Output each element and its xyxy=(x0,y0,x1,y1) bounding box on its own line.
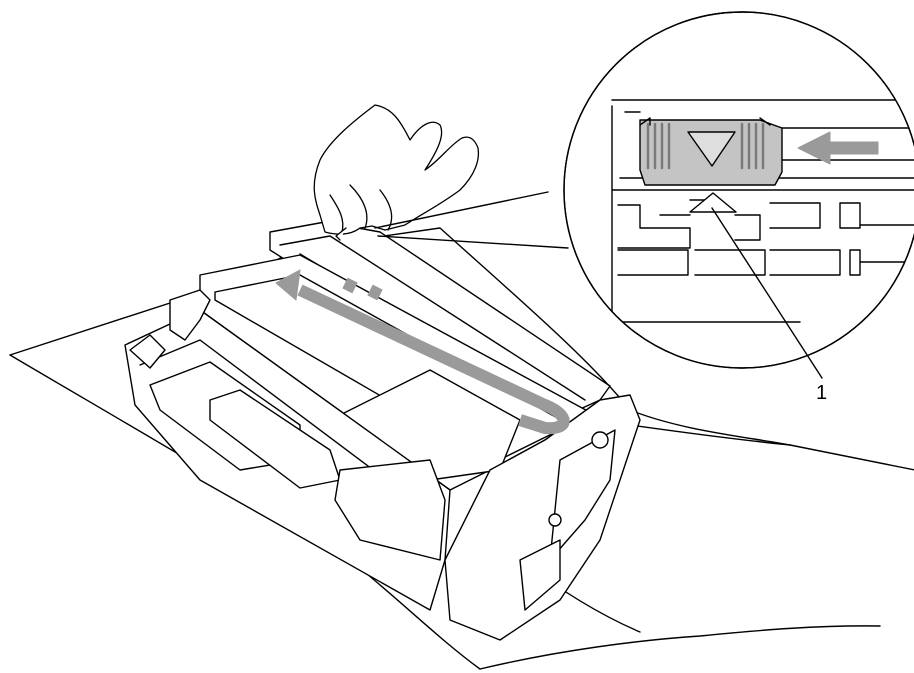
slide-path-arrow-head xyxy=(275,269,301,301)
green-tab xyxy=(639,117,783,186)
detail-zoom-circle xyxy=(563,11,914,379)
callout-number: 1 xyxy=(816,382,827,404)
drum-left-end xyxy=(169,289,211,341)
triangle-up-icon xyxy=(689,192,737,213)
arrow-left-icon xyxy=(797,131,879,165)
slide-path-arrow xyxy=(297,277,570,435)
triangle-down-icon xyxy=(687,131,736,167)
drum-unit xyxy=(124,221,641,641)
callout-leader-line xyxy=(711,207,823,379)
hand xyxy=(313,104,480,241)
zoom-leader-lines xyxy=(374,191,569,249)
